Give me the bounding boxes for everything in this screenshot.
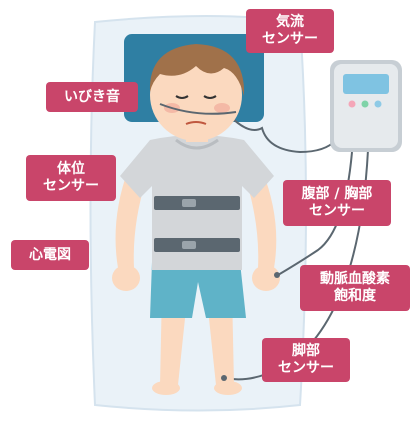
device-light-3 — [374, 100, 382, 108]
hair — [149, 44, 245, 96]
airflow-sensor-cable — [231, 117, 337, 154]
nasal-cannula — [159, 103, 237, 115]
snore-label-line-1: いびき音 — [64, 88, 120, 105]
leg-sensor — [221, 375, 227, 381]
abdominal-belt — [154, 238, 240, 252]
monitoring-device — [330, 60, 402, 152]
airflow-label-line-1: 気流 — [276, 14, 304, 30]
chest-belt — [154, 196, 240, 210]
leg-sensor-label: 脚部 センサー — [262, 338, 350, 382]
right-hand — [252, 265, 280, 291]
ecg-label-line-1: 心電図 — [29, 246, 71, 263]
position-label-line-2: センサー — [43, 178, 99, 194]
head — [149, 44, 245, 142]
abdominal-label-line-1: 腹部 / 胸部 — [301, 186, 373, 202]
finger-sensor — [274, 272, 280, 278]
oxygen-saturation-label: 動脈血酸素 飽和度 — [300, 265, 410, 311]
snore-sound-label: いびき音 — [46, 82, 138, 112]
spo2-label-line-1: 動脈血酸素 — [320, 271, 390, 287]
position-label-line-1: 体位 — [57, 161, 85, 177]
position-sensor-label: 体位 センサー — [26, 155, 116, 201]
ecg-label: 心電図 — [11, 240, 89, 270]
shorts — [150, 262, 246, 318]
spo2-label-line-2: 飽和度 — [334, 288, 376, 304]
left-hand — [112, 265, 140, 291]
airflow-label-line-2: センサー — [262, 31, 318, 47]
device-light-2 — [361, 100, 369, 108]
leg-label-line-2: センサー — [278, 360, 334, 376]
airflow-sensor-label: 気流 センサー — [246, 9, 334, 53]
device-light-1 — [348, 100, 356, 108]
abdominal-label-line-2: センサー — [309, 203, 365, 219]
abdominal-chest-sensor-label: 腹部 / 胸部 センサー — [283, 180, 391, 226]
leg-label-line-1: 脚部 — [292, 343, 320, 359]
